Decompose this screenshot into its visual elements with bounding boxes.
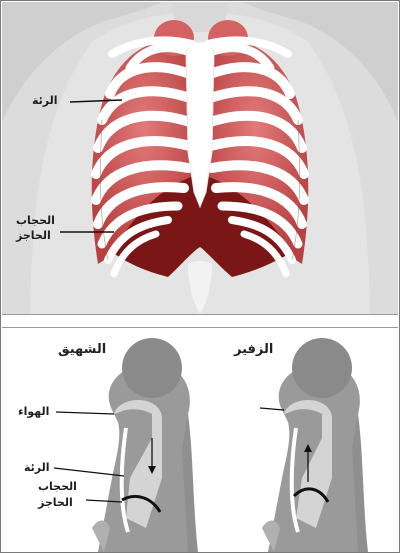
lung-label-top: الرئة <box>32 94 58 107</box>
inhale-head <box>122 338 182 398</box>
air-callout-line <box>56 412 114 414</box>
diaphragm-label-top-line1: الحجاب <box>16 214 55 227</box>
lung-label-bottom: الرئة <box>24 461 50 474</box>
exhale-figure <box>260 338 368 552</box>
exhale-title: الزفير <box>234 342 273 357</box>
diaphragm-label-bottom-line2: الحاجز <box>38 496 73 509</box>
diaphragm-label-top-line2: الحاجز <box>16 229 51 242</box>
air-label: الهواء <box>18 405 49 418</box>
breathing-illustration <box>2 328 398 552</box>
rib-cage-panel: الرئة الحجاب الحاجز <box>2 2 398 314</box>
exhale-mouth-line <box>260 408 284 410</box>
exhale-head <box>292 338 352 398</box>
rib-cage-illustration <box>2 2 398 314</box>
inhale-figure <box>92 338 198 552</box>
panel-divider <box>2 314 398 328</box>
inhale-title: الشهيق <box>58 342 106 357</box>
breathing-panel: الشهيق الزفير الهواء الرئة الحجاب الحاجز <box>2 327 398 552</box>
diaphragm-label-bottom-line1: الحجاب <box>38 480 77 493</box>
